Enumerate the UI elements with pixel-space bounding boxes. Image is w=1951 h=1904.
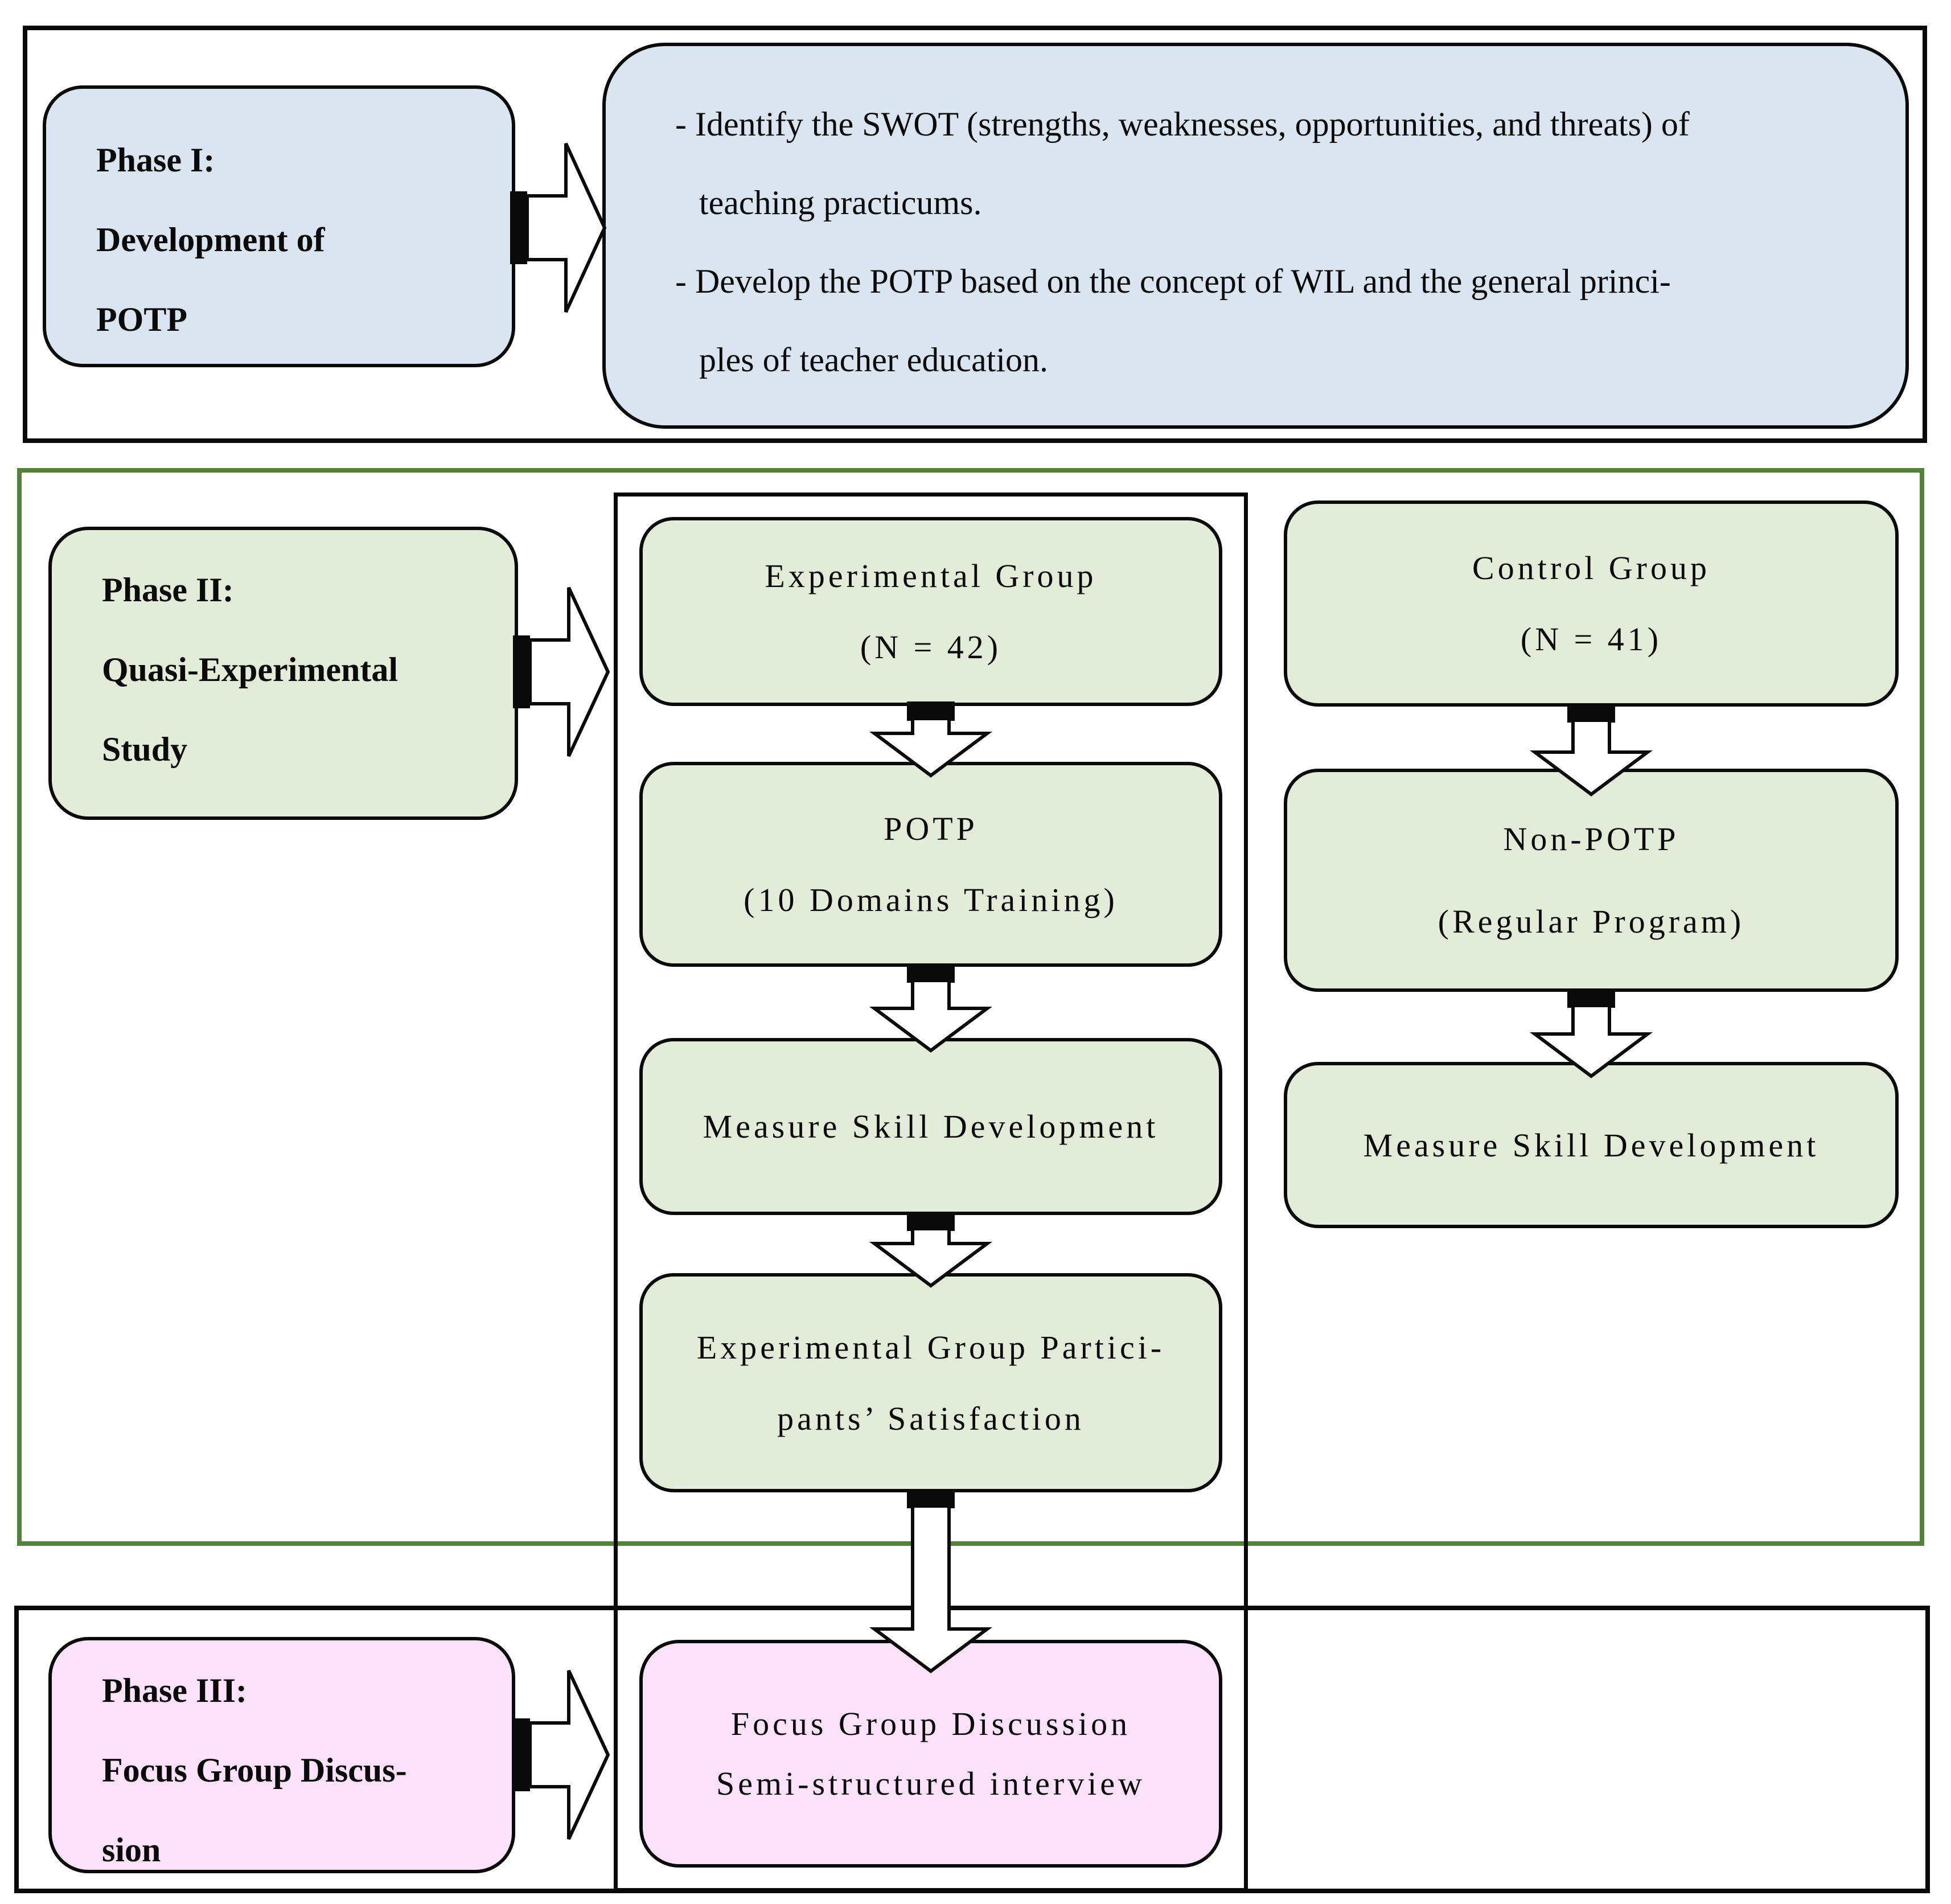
box-line: (N = 42) <box>860 629 1002 666</box>
phase3-label-box: Phase III: Focus Group Discus- sion <box>48 1637 515 1873</box>
experimental-column-frame <box>614 493 1248 1892</box>
potp-box: POTP (10 Domains Training) <box>639 762 1222 967</box>
phase1-content-box: - Identify the SWOT (strengths, weakness… <box>602 43 1909 429</box>
focus-group-discussion-box: Focus Group Discussion Semi-structured i… <box>639 1640 1222 1868</box>
phase1-content-line: teaching practicums. <box>699 184 982 221</box>
box-line: (N = 41) <box>1520 621 1662 658</box>
phase1-label-line: POTP <box>96 301 187 338</box>
participants-satisfaction-box: Experimental Group Partici- pants’ Satis… <box>639 1273 1222 1492</box>
box-line: Experimental Group <box>765 557 1097 594</box>
phase1-section-frame <box>23 26 1927 443</box>
box-line: (10 Domains Training) <box>744 881 1118 918</box>
phase3-label-line: Focus Group Discus- <box>102 1751 407 1789</box>
box-line: Semi-structured interview <box>716 1765 1145 1802</box>
phase3-label-line: sion <box>102 1831 161 1869</box>
control-measure-skill-box: Measure Skill Development <box>1284 1062 1899 1228</box>
phase2-label-line: Quasi-Experimental <box>102 651 398 688</box>
phase2-label-line: Study <box>102 731 188 768</box>
phase1-content-line: - Develop the POTP based on the concept … <box>675 262 1671 300</box>
phase2-label-line: Phase II: <box>102 571 234 609</box>
box-line: pants’ Satisfaction <box>777 1400 1085 1437</box>
experimental-group-box: Experimental Group (N = 42) <box>639 517 1222 706</box>
box-line: POTP <box>884 810 978 847</box>
box-line: Measure Skill Development <box>1363 1126 1819 1164</box>
non-potp-box: Non-POTP (Regular Program) <box>1284 769 1899 992</box>
phase1-label-line: Phase I: <box>96 141 215 179</box>
box-line: Experimental Group Partici- <box>696 1328 1165 1366</box>
box-line: Measure Skill Development <box>703 1108 1159 1145</box>
phase1-label-box: Phase I: Development of POTP <box>43 85 515 367</box>
measure-skill-development-box: Measure Skill Development <box>639 1038 1222 1215</box>
phase1-content-line: - Identify the SWOT (strengths, weakness… <box>675 105 1690 143</box>
phase2-label-box: Phase II: Quasi-Experimental Study <box>48 527 518 820</box>
phase3-label-line: Phase III: <box>102 1672 248 1709</box>
control-group-box: Control Group (N = 41) <box>1284 500 1899 707</box>
box-line: (Regular Program) <box>1437 903 1745 940</box>
box-line: Non-POTP <box>1503 820 1679 857</box>
box-line: Control Group <box>1472 549 1710 586</box>
phase1-content-line: ples of teacher education. <box>699 341 1049 379</box>
box-line: Focus Group Discussion <box>730 1705 1131 1742</box>
phase1-label-line: Development of <box>96 221 325 258</box>
